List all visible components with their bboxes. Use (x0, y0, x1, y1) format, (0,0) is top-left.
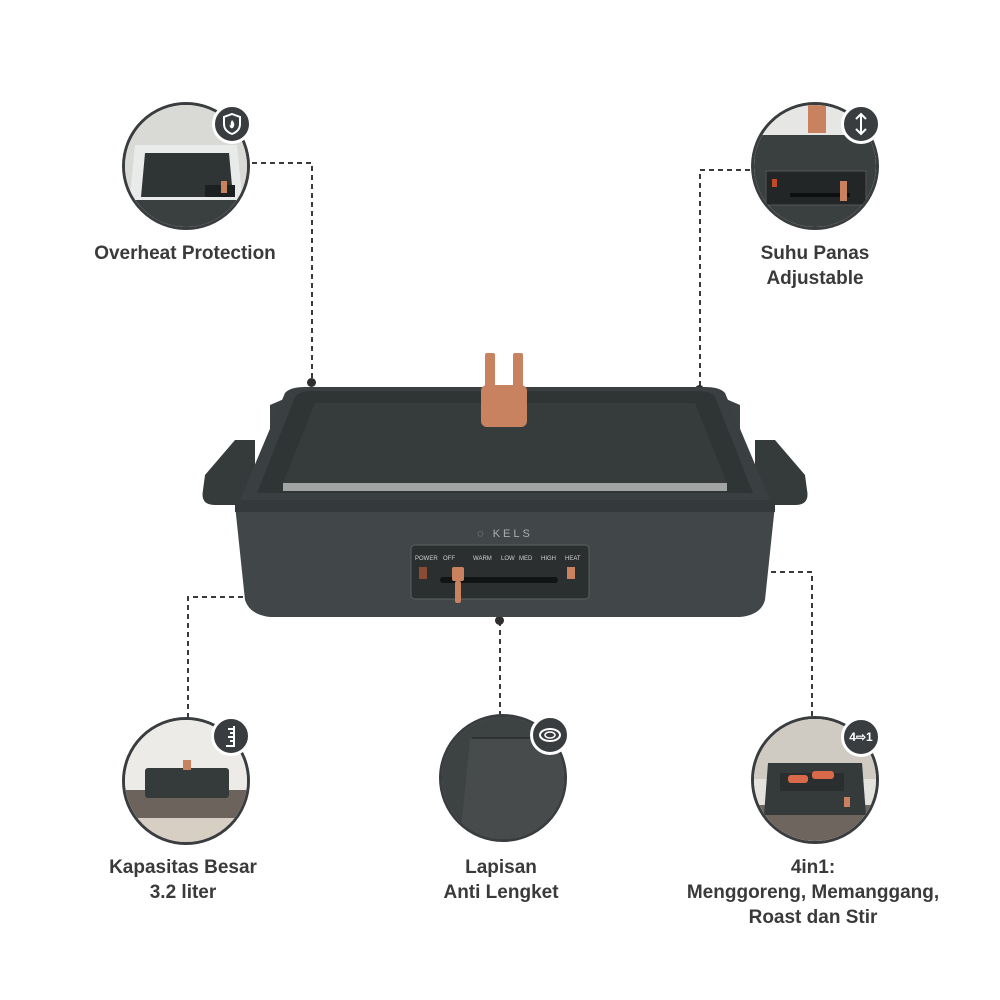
feature-label-capacity: Kapasitas Besar 3.2 liter (58, 855, 308, 905)
panel-warm: WARM (473, 556, 492, 562)
vertical-arrows-icon (841, 104, 881, 144)
feature-label-line: Adjustable (766, 268, 864, 289)
feature-image-temperature (751, 102, 879, 230)
feature-label-line: Roast dan Stir (748, 907, 878, 928)
panel-high: HIGH (541, 556, 556, 562)
feature-label-line: 3.2 liter (149, 882, 217, 903)
electric-grill-pan: ◌ KELS POWER OFF WARM LOW MED HIGH HEAT (202, 353, 808, 617)
feature-label-coating: Lapisan Anti Lengket (376, 855, 626, 905)
panel-off: OFF (443, 556, 455, 562)
feature-label-four-in-one: 4in1: Menggoreng, Memanggang, Roast dan … (663, 855, 963, 930)
feature-image-capacity (122, 717, 250, 845)
panel-power: POWER (415, 556, 438, 562)
feature-image-four-in-one (751, 716, 879, 844)
panel-low: LOW (501, 556, 515, 562)
four-in-one-icon: 4⇨1 (841, 717, 881, 757)
feature-label-line: Menggoreng, Memanggang, (686, 882, 940, 903)
pan-coating-icon (530, 715, 570, 755)
feature-label-line: Suhu Panas (760, 243, 870, 264)
panel-heat: HEAT (565, 556, 581, 562)
shield-flame-icon (212, 104, 252, 144)
feature-label-line: 4in1: (790, 857, 836, 878)
feature-label-line: Lapisan (465, 857, 537, 878)
feature-label-temperature: Suhu Panas Adjustable (690, 241, 940, 291)
panel-med: MED (519, 556, 533, 562)
measuring-scale-icon (211, 716, 251, 756)
feature-label-line: Overheat Protection (94, 243, 276, 264)
four-in-one-badge-text: 4⇨1 (849, 730, 873, 744)
feature-label-line: Kapasitas Besar (109, 857, 257, 878)
connector-dot (307, 378, 316, 387)
connector-dot (495, 616, 504, 625)
feature-label-overheat: Overheat Protection (60, 241, 310, 266)
feature-label-line: Anti Lengket (443, 882, 559, 903)
brand-logo: ◌ KELS (477, 528, 533, 540)
